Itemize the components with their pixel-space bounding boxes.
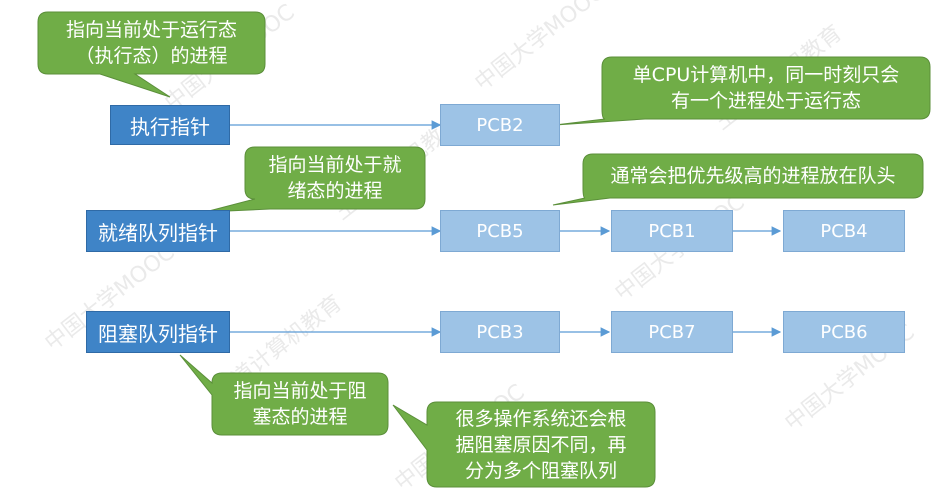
ready-queue-pointer-box: 就绪队列指针 [86,210,230,252]
callout-running-pointer: 指向当前处于运行态 （执行态）的进程 [65,19,237,67]
callout-bubble-ready-pointer [204,146,426,213]
callout-bubble-running-pointer [37,11,266,98]
pcb-box-running: PCB2 [440,104,560,146]
pcb-box-blocked-2: PCB7 [611,311,733,353]
callout-bubble-multiple-blocked [392,401,656,488]
callout-priority: 通常会把优先级高的进程放在队头 [610,165,896,187]
callout-single-cpu: 单CPU计算机中，同一时刻只会 有一个进程处于运行态 [632,64,900,112]
callout-bubble-priority [552,153,924,206]
running-pointer-box: 执行指针 [110,105,230,145]
pcb-box-blocked-3: PCB6 [783,311,905,353]
pcb-box-ready-1: PCB5 [440,210,560,252]
blocked-queue-pointer-box: 阻塞队列指针 [86,311,230,353]
pcb-box-ready-2: PCB1 [611,210,733,252]
callout-bubble-blocked-pointer [179,354,389,436]
callout-bubble-single-cpu [554,56,931,126]
callout-multiple-blocked: 很多操作系统还会根 据阻塞原因不同，再 分为多个阻塞队列 [455,407,627,482]
callout-ready-pointer: 指向当前处于就 绪态的进程 [268,154,402,202]
pcb-box-ready-3: PCB4 [783,210,905,252]
callout-blocked-pointer: 指向当前处于阻 塞态的进程 [233,380,367,428]
pcb-box-blocked-1: PCB3 [440,311,560,353]
